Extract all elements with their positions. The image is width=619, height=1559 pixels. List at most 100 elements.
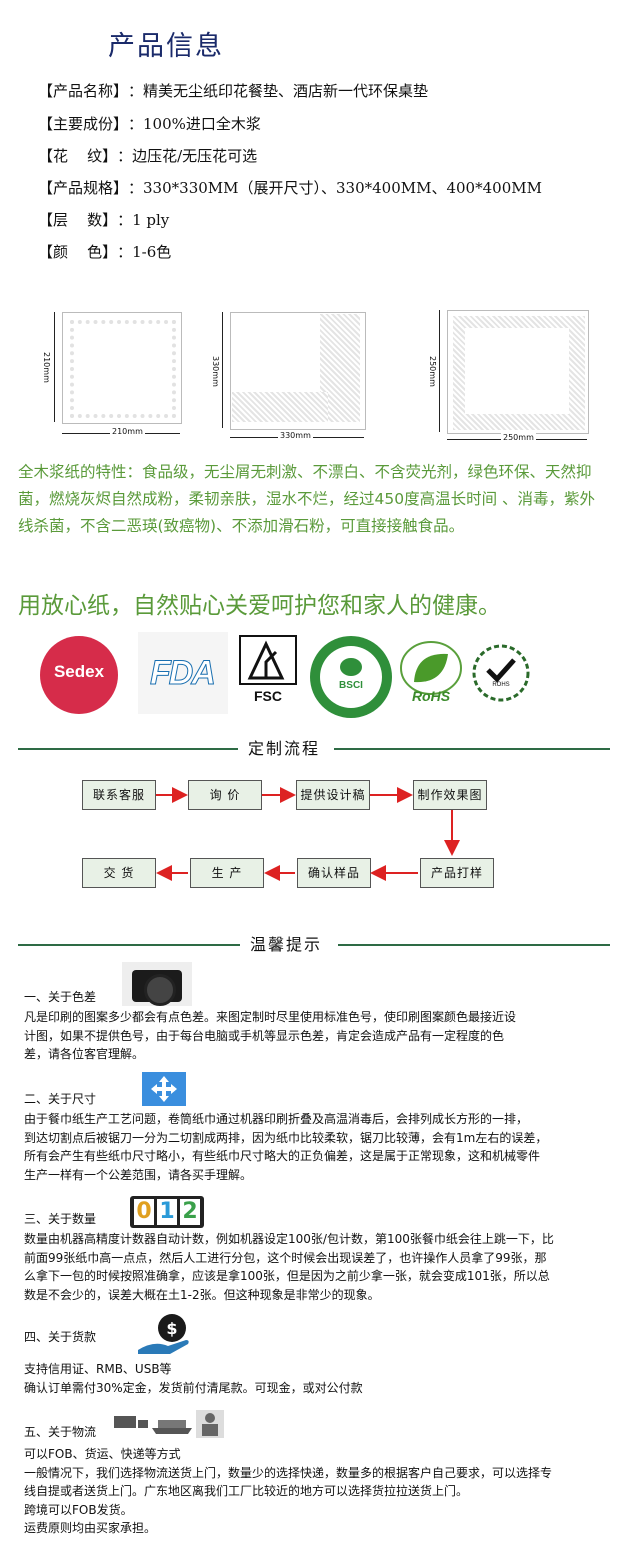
tip-line: 数是不会少的，误差大概在土1-2张。但这种现象是非常少的现象。 — [24, 1287, 380, 1302]
tip-line: 确认订单需付30%定金，发货前付清尾款。可现金，或对公付款 — [24, 1380, 363, 1395]
sedex-logo-text: Sedex — [53, 662, 105, 681]
globe-icon — [340, 658, 362, 676]
tip-body: 由于餐巾纸生产工艺问题，卷筒纸巾通过机器印刷折叠及高温消毒后，会排列成长方形的一… — [24, 1110, 609, 1184]
spec-name: 【产品名称】：精美无尘纸印花餐垫、酒店新一代环保桌垫 — [38, 80, 428, 101]
spec-label: 【层 数】 — [38, 211, 118, 229]
fda-logo: FDA — [138, 632, 228, 714]
divider — [18, 748, 238, 750]
spec-label: 【花 纹】 — [38, 147, 118, 165]
spec-label: 【产品名称】 — [38, 82, 129, 100]
tip-line: 凡是印刷的图案多少都会有点色差。来图定制时尽里使用标准色号，使印刷图案颜色最接近… — [24, 1010, 517, 1024]
tip-line: 一般情况下，我们选择物流送货上门，数量少的选择快递，数量多的根据客户自己要求，可… — [24, 1465, 553, 1480]
fsc-logo: FSC — [236, 632, 304, 714]
tip-body: 可以FOB、货运、快递等方式 一般情况下，我们选择物流送货上门，数量少的选择快递… — [24, 1445, 609, 1538]
tip-body: 凡是印刷的图案多少都会有点色差。来图定制时尽里使用标准色号，使印刷图案颜色最接近… — [24, 1008, 609, 1064]
tip-line: 由于餐巾纸生产工艺问题，卷筒纸巾通过机器印刷折叠及高温消毒后，会排列成长方形的一… — [24, 1112, 529, 1126]
tip-title: 一、关于色差 — [24, 990, 97, 1004]
logistics-icon — [112, 1402, 230, 1438]
step-render: 制作效果图 — [413, 780, 487, 810]
tip-line: 计图，如果不提供色号，由于每台电脑或手机等显示色差，肯定会造成产品有一定程度的色 — [24, 1028, 505, 1043]
dim-width-label: 330mm — [278, 431, 313, 440]
tip-body: 支持信用证、RMB、USB等 确认订单需付30%定金，发货前付清尾款。可现金，或… — [24, 1360, 609, 1397]
size-diagram-210: 210mm 210mm — [40, 300, 190, 450]
tip-line: 支持信用证、RMB、USB等 — [24, 1362, 172, 1376]
spec-label: 【产品规格】 — [38, 179, 129, 197]
tip-line: 前面99张纸巾高一点点，然后人工进行分包，这个时候会出现误差了，也许操作人员拿了… — [24, 1250, 547, 1265]
size-diagram-250: 250mm 250mm — [425, 300, 600, 450]
dim-height-label: 250mm — [428, 356, 437, 387]
dim-line — [439, 310, 440, 432]
sedex-logo: Sedex — [40, 636, 118, 714]
spec-label: 【主要成份】 — [38, 115, 129, 133]
napkin-square — [62, 312, 182, 424]
features-text: 全木浆纸的特性：食品级，无尘屑无刺激、不漂白、不含荧光剂，绿色环保、天然抑菌，燃… — [18, 463, 596, 535]
page-title: 产品信息 — [108, 31, 224, 62]
spec-value: ：边压花/无压花可选 — [117, 147, 258, 165]
counter-digit: 0 — [134, 1199, 154, 1225]
tip-line: 运费原则均由买家承担。 — [24, 1521, 157, 1535]
slogan: 用放心纸，自然贴心关爱呵护您和家人的健康。 — [18, 593, 501, 619]
tip-line: 所有会产生有些纸巾尺寸略小，有些纸巾尺寸略大的正负偏差，这是属于正常现象，这和机… — [24, 1149, 541, 1163]
rohs-badge-text: ROHS — [492, 682, 510, 688]
tree-checkmark-icon — [239, 635, 297, 685]
tip-line: 可以FOB、货运、快递等方式 — [24, 1447, 181, 1461]
tip-line: 线自提或者送货上门。广东地区离我们工厂比较近的地方可以选择货拉拉送货上门。 — [24, 1484, 469, 1498]
tip-body: 数量由机器高精度计数器自动计数，例如机器设定100张/包计数，第100张餐巾纸会… — [24, 1230, 609, 1304]
divider — [18, 944, 240, 946]
svg-text:$: $ — [166, 1319, 177, 1338]
dim-height-label: 330mm — [211, 356, 220, 387]
tip-line: 到达切割点后被锯刀一分为二切割成两排，因为纸巾比较柔软，锯刀比较薄，会有1m左右… — [24, 1130, 548, 1145]
fsc-logo-text: FSC — [254, 688, 282, 704]
divider — [334, 748, 610, 750]
tips-heading: 温馨提示 — [18, 933, 610, 954]
tip-title: 四、关于货款 — [24, 1330, 97, 1344]
size-diagram-330: 330mm 330mm — [210, 300, 370, 450]
spec-material: 【主要成份】：100%进口全木浆 — [38, 113, 261, 134]
counter-digit: 1 — [157, 1199, 177, 1225]
tip-line: 数量由机器高精度计数器自动计数，例如机器设定100张/包计数，第100张餐巾纸会… — [24, 1232, 554, 1246]
step-contact: 联系客服 — [82, 780, 156, 810]
tip-title: 三、关于数量 — [24, 1212, 97, 1226]
bsci-logo: BSCI — [310, 636, 392, 718]
step-production: 生 产 — [190, 858, 264, 888]
tip-line: 生产一样有一个公差范围，请各买手理解。 — [24, 1167, 253, 1182]
tip-line: 么拿下一包的时候按照准确拿，应该是拿100张，但是因为之前少拿一张，就会变成10… — [24, 1269, 550, 1283]
payment-icon: $ — [134, 1310, 196, 1356]
fda-logo-text: FDA — [150, 654, 217, 693]
tip-line: 差，请各位客官理解。 — [24, 1047, 145, 1061]
counter-digit: 2 — [180, 1199, 200, 1225]
spec-size: 【产品规格】：330*330MM（展开尺寸）、330*400MM、400*400… — [38, 177, 542, 198]
tip-title: 二、关于尺寸 — [24, 1092, 97, 1106]
step-confirm: 确认样品 — [297, 858, 371, 888]
bsci-logo-text: BSCI — [339, 680, 363, 691]
rohs-leaf-logo: RoHS — [396, 640, 466, 710]
divider — [338, 944, 610, 946]
spec-ply: 【层 数】：1 ply — [38, 209, 169, 230]
camera-icon — [122, 962, 192, 1006]
rohs-logo-text: RoHS — [411, 688, 451, 704]
tips-heading-text: 温馨提示 — [250, 935, 323, 954]
leaf-icon — [400, 641, 462, 695]
dim-line — [222, 312, 223, 428]
tip-line: 跨境可以FOB发货。 — [24, 1502, 133, 1517]
spec-label: 【颜 色】 — [38, 243, 118, 261]
process-heading: 定制流程 — [18, 737, 610, 758]
emboss-border — [70, 320, 176, 418]
spec-value: ：精美无尘纸印花餐垫、酒店新一代环保桌垫 — [128, 82, 429, 100]
counter-icon: 0 1 2 — [130, 1196, 204, 1228]
spec-value: ：1 ply — [117, 211, 170, 229]
spec-pattern: 【花 纹】：边压花/无压花可选 — [38, 145, 257, 166]
dim-line — [54, 312, 55, 422]
spec-value: ：100%进口全木浆 — [128, 115, 261, 133]
spec-color: 【颜 色】：1-6色 — [38, 241, 171, 262]
napkin-center — [465, 328, 569, 414]
spec-value: ：1-6色 — [117, 243, 172, 261]
step-delivery: 交 货 — [82, 858, 156, 888]
checkmark-laurel-icon — [472, 644, 530, 702]
step-design: 提供设计稿 — [296, 780, 370, 810]
dim-width-label: 210mm — [110, 427, 145, 436]
dim-width-label: 250mm — [501, 433, 536, 442]
process-heading-text: 定制流程 — [248, 739, 321, 758]
tip-title: 五、关于物流 — [24, 1425, 97, 1439]
step-sample: 产品打样 — [420, 858, 494, 888]
